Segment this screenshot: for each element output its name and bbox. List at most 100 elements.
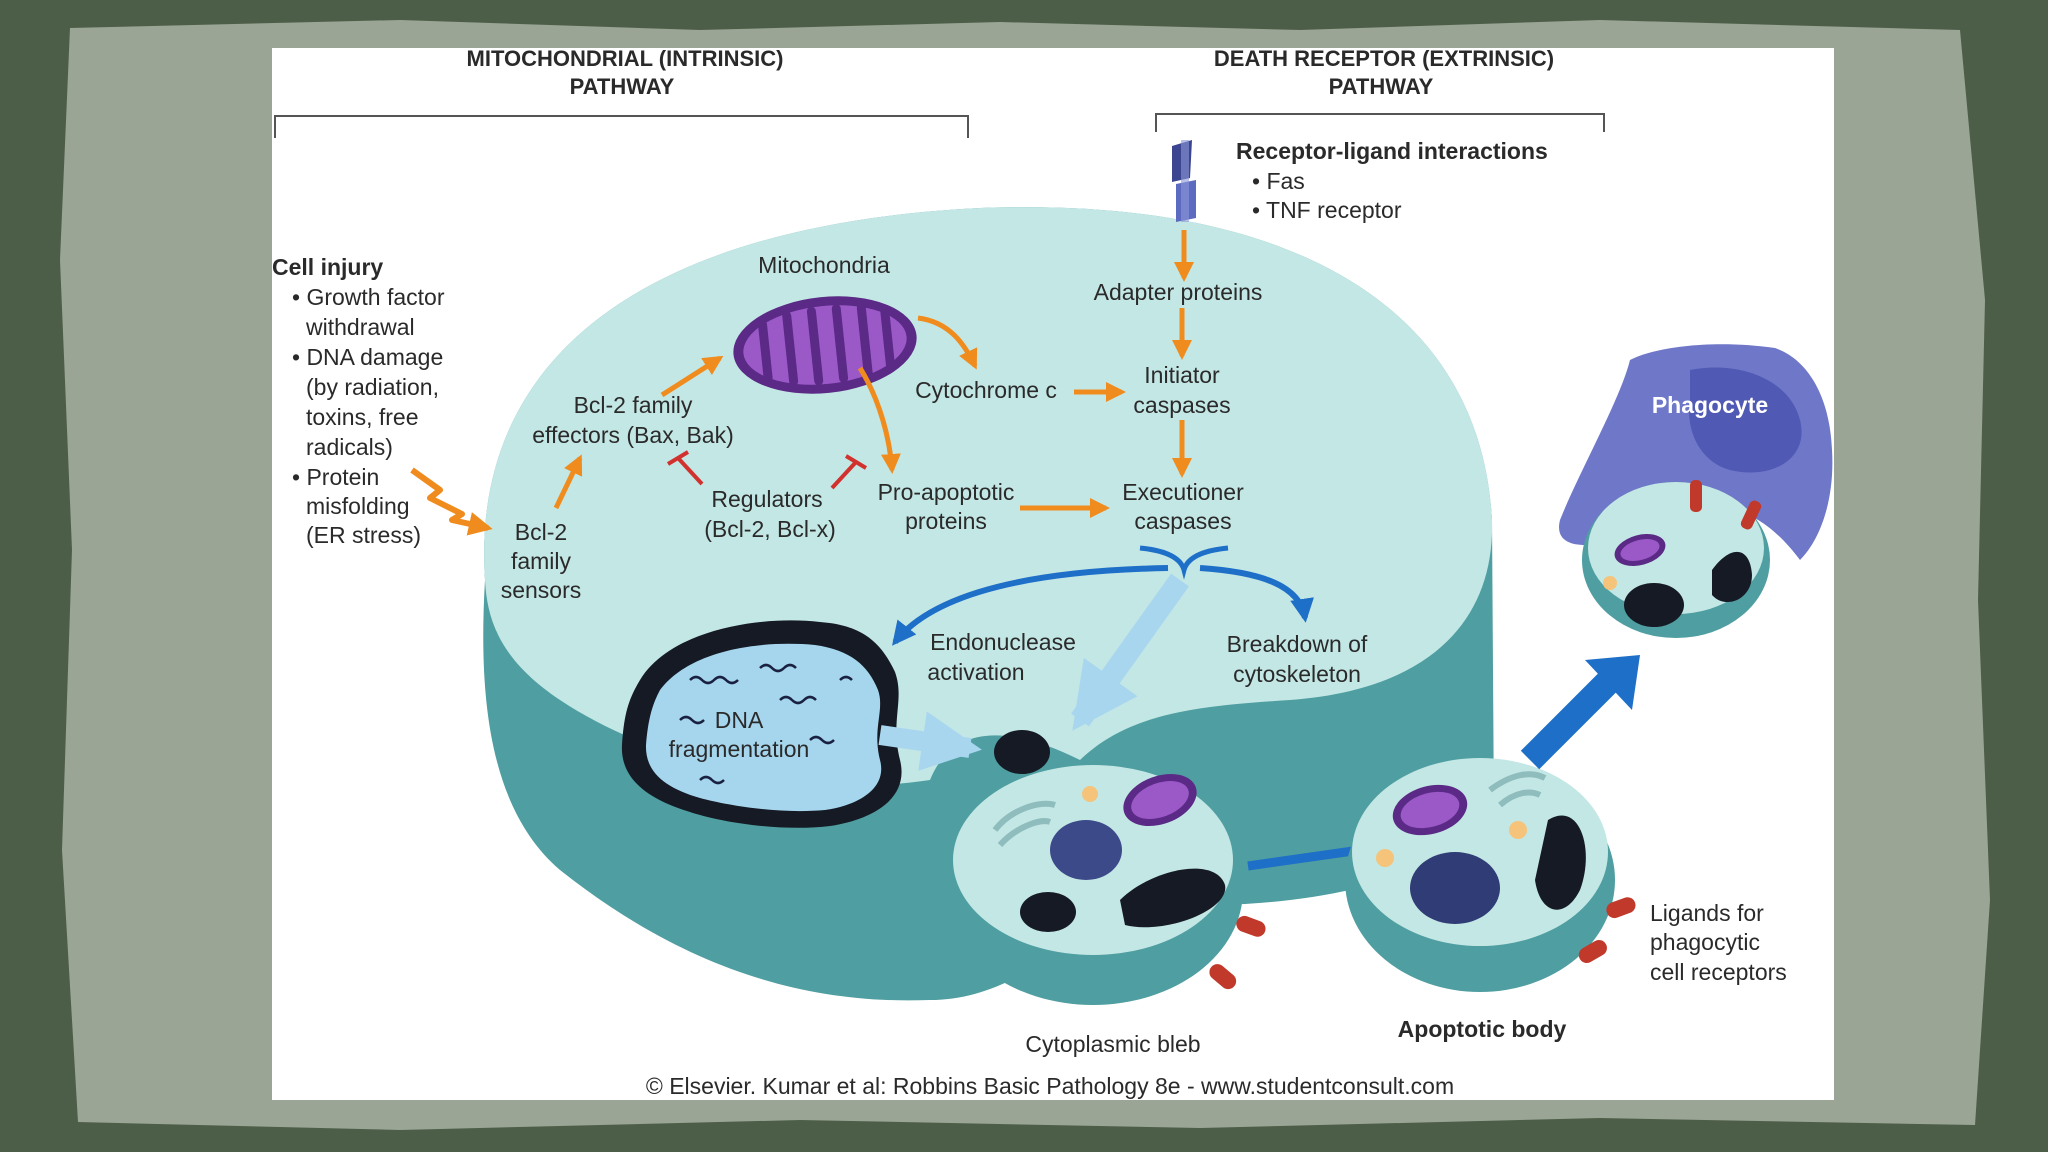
body-ligand-1: [1606, 897, 1636, 919]
extrinsic-bracket: [1155, 113, 1605, 132]
label-adapter-proteins: Adapter proteins: [1094, 279, 1263, 305]
body-er: [1488, 771, 1547, 808]
cytoplasmic-bleb: [943, 730, 1266, 1005]
cell-injury-block: Cell injury • Growth factor withdrawal •…: [272, 254, 445, 548]
phagocyte-receptor-1: [1690, 480, 1702, 512]
injury-line-6: radicals): [306, 434, 393, 460]
body-nucleus-fragment: [1535, 815, 1586, 910]
bleb-ligand-1: [1236, 915, 1266, 937]
engulfed-fragment-1: [1624, 583, 1684, 627]
label-pro-apoptotic-2: proteins: [905, 508, 987, 534]
label-cytoskeleton-2: cytoskeleton: [1233, 661, 1361, 687]
arrow-mito-to-proapoptotic: [857, 366, 901, 474]
orange-arrows: [553, 230, 1194, 518]
intrinsic-header: MITOCHONDRIAL (INTRINSIC) PATHWAY: [274, 46, 969, 138]
label-endonuclease-2: activation: [927, 659, 1024, 685]
connector-bleb-to-body: [1247, 845, 1361, 871]
mitochondrion-icon: [733, 296, 917, 394]
injury-line-1: • Growth factor: [292, 284, 445, 310]
label-executioner-caspases-2: caspases: [1134, 508, 1231, 534]
body-vesicle-2: [1509, 821, 1527, 839]
arrow-effectors-to-mito: [660, 355, 724, 398]
injury-line-4: (by radiation,: [306, 374, 439, 400]
label-apoptotic-body: Apoptotic body: [1398, 1016, 1567, 1042]
label-regulators-1: Regulators: [711, 486, 822, 512]
phagocyte-receptor-2: [1740, 500, 1762, 530]
bleb-vesicle: [1082, 786, 1098, 802]
engulfed-mitochondrion: [1614, 534, 1666, 566]
receptor-item-tnf: • TNF receptor: [1252, 197, 1402, 223]
label-bcl-effectors-2: effectors (Bax, Bak): [532, 422, 734, 448]
label-phagocyte: Phagocyte: [1652, 392, 1768, 418]
copyright-footer: © Elsevier. Kumar et al: Robbins Basic P…: [646, 1073, 1454, 1099]
bleb-nucleus-fragment-3: [1120, 868, 1226, 928]
nucleus-dna-fragmentation: DNA fragmentation: [621, 620, 902, 828]
label-initiator-caspases-2: caspases: [1133, 392, 1230, 418]
bleb-mitochondrion: [1123, 773, 1197, 827]
bleb-nucleus-fragment-2: [1020, 892, 1076, 932]
inhibit-regulators-mito: [830, 460, 858, 490]
label-bcl-sensors-2: family: [511, 548, 572, 574]
label-cytoplasmic-bleb: Cytoplasmic bleb: [1025, 1031, 1200, 1057]
label-bcl-sensors-3: sensors: [501, 577, 582, 603]
body-nucleus: [1410, 852, 1500, 924]
intrinsic-header-line2: PATHWAY: [570, 74, 675, 99]
body-vesicle-1: [1376, 849, 1394, 867]
apoptotic-body: [1345, 758, 1636, 992]
inhibit-regulators-effectors: [676, 456, 704, 486]
injury-line-5: toxins, free: [306, 404, 419, 430]
phagocyte-nucleus: [1689, 367, 1802, 473]
arrow-body-to-phagocyte-head: [1585, 655, 1640, 710]
extrinsic-header-line2: PATHWAY: [1329, 74, 1434, 99]
bleb-nucleus: [1050, 820, 1122, 880]
label-bcl-effectors-1: Bcl-2 family: [574, 392, 693, 418]
arrow-to-endonuclease: [892, 565, 1169, 646]
injury-line-9: (ER stress): [306, 522, 421, 548]
injury-line-2: withdrawal: [305, 314, 415, 340]
inhibit-bar-1: [666, 450, 690, 466]
label-dna-2: fragmentation: [669, 736, 810, 762]
arrow-sensors-to-effectors: [553, 454, 583, 510]
body-mitochondrion: [1392, 784, 1468, 836]
label-ligands-2: phagocytic: [1650, 929, 1760, 955]
intrinsic-header-line1: MITOCHONDRIAL (INTRINSIC): [467, 46, 784, 71]
receptor-ligand-block: Receptor-ligand interactions • Fas • TNF…: [1236, 138, 1548, 223]
death-receptor-icon: [1172, 140, 1196, 222]
body-ligand-2: [1578, 940, 1607, 963]
extrinsic-header: DEATH RECEPTOR (EXTRINSIC) PATHWAY: [1155, 46, 1605, 132]
arrow-to-cytoskeleton: [1199, 565, 1314, 623]
inhibit-bar-2: [844, 454, 868, 470]
intrinsic-bracket: [274, 115, 969, 138]
cell-injury-title: Cell injury: [272, 254, 383, 280]
injury-line-7: • Protein: [292, 464, 379, 490]
label-ligands-3: cell receptors: [1650, 959, 1787, 985]
engulfed-vesicle: [1603, 576, 1617, 590]
executioner-brace: [1139, 545, 1229, 580]
light-arrow-dna-to-bleb: [878, 711, 982, 771]
bleb-ligand-2: [1209, 964, 1237, 990]
engulfed-fragment-2: [1712, 551, 1752, 603]
label-pro-apoptotic-1: Pro-apoptotic: [878, 479, 1015, 505]
bleb-er: [992, 800, 1056, 848]
label-bcl-sensors-1: Bcl-2: [515, 519, 567, 545]
injury-jagged-arrow: [410, 467, 493, 536]
arrow-body-to-phagocyte: [1520, 670, 1620, 770]
label-dna-1: DNA: [715, 707, 764, 733]
label-executioner-caspases-1: Executioner: [1122, 479, 1244, 505]
nucleus-inner: [645, 643, 882, 812]
label-initiator-caspases-1: Initiator: [1144, 362, 1220, 388]
label-cytochrome-c: Cytochrome c: [915, 377, 1057, 403]
label-regulators-2: (Bcl-2, Bcl-x): [704, 516, 836, 542]
bleb-nucleus-fragment-1: [994, 730, 1050, 774]
receptor-item-fas: • Fas: [1252, 168, 1305, 194]
phagocyte: Phagocyte: [1559, 344, 1833, 638]
inhibition-bars: [666, 450, 868, 490]
injury-line-3: • DNA damage: [292, 344, 443, 370]
light-arrow-to-bleb: [1071, 573, 1189, 731]
label-cytoskeleton-1: Breakdown of: [1227, 631, 1368, 657]
receptor-title: Receptor-ligand interactions: [1236, 138, 1548, 164]
extrinsic-header-line1: DEATH RECEPTOR (EXTRINSIC): [1214, 46, 1554, 71]
injury-line-8: misfolding: [306, 493, 410, 519]
label-ligands-1: Ligands for: [1650, 900, 1764, 926]
